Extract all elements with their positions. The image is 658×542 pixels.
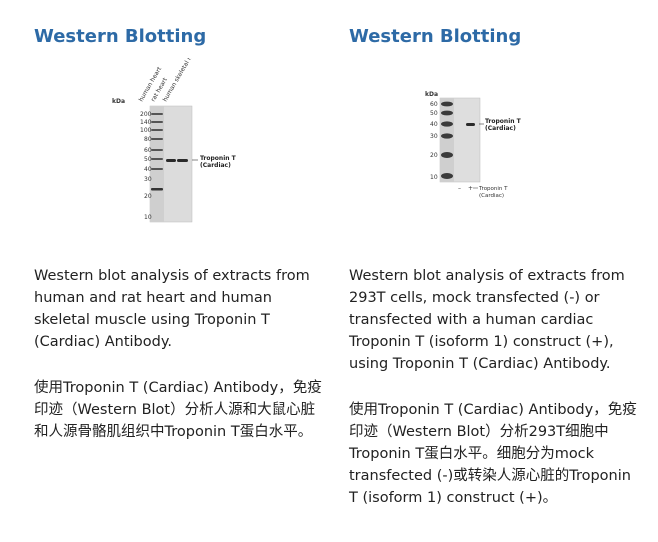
band-human-heart bbox=[166, 159, 176, 162]
marker-label: 10 bbox=[430, 174, 438, 181]
left-description-cn: 使用Troponin T (Cardiac) Antibody，免疫印迹（Wes… bbox=[34, 380, 322, 440]
kda-unit-label: kDa bbox=[425, 91, 438, 98]
left-section-title: Western Blotting bbox=[34, 26, 207, 47]
band-label-subtitle: (Cardiac) bbox=[485, 125, 516, 132]
marker-label: 200 bbox=[140, 111, 152, 118]
marker-label: 30 bbox=[144, 176, 152, 183]
band-label-name: Troponin T bbox=[200, 155, 237, 162]
band-label-name: Troponin T bbox=[485, 118, 522, 125]
marker-label: 40 bbox=[144, 166, 152, 173]
band-rat-heart bbox=[177, 159, 188, 162]
marker-label: 20 bbox=[144, 193, 152, 200]
right-section-title: Western Blotting bbox=[349, 26, 522, 47]
right-description-en: Western blot analysis of extracts from 2… bbox=[349, 268, 625, 372]
marker-label: 60 bbox=[430, 101, 438, 108]
marker-label: 30 bbox=[430, 133, 438, 140]
marker-label: 80 bbox=[144, 136, 152, 143]
band-transfected bbox=[466, 123, 475, 126]
marker-label: 40 bbox=[430, 121, 438, 128]
marker-label: 50 bbox=[430, 110, 438, 117]
bottom-label-name: Troponin T bbox=[478, 186, 508, 192]
marker-label: 100 bbox=[140, 127, 152, 134]
band-label-subtitle: (Cardiac) bbox=[200, 162, 231, 169]
lane-sign-transfected: + bbox=[468, 185, 473, 192]
left-description-en: Western blot analysis of extracts from h… bbox=[34, 268, 310, 350]
marker-label: 50 bbox=[144, 156, 152, 163]
ladder-bands bbox=[151, 113, 163, 191]
marker-label: 60 bbox=[144, 147, 152, 154]
right-description-cn: 使用Troponin T (Cardiac) Antibody，免疫印迹（Wes… bbox=[349, 402, 637, 506]
marker-label: 140 bbox=[140, 119, 152, 126]
marker-label: 10 bbox=[144, 214, 152, 221]
ladder-bands bbox=[441, 101, 453, 179]
left-western-blot-figure: human heart rat heart human skeletal mus… bbox=[112, 58, 237, 223]
lane-sign-mock: – bbox=[458, 185, 461, 192]
right-western-blot-figure: kDa 60 50 40 30 20 10 Troponin T (Cardia… bbox=[425, 91, 522, 199]
marker-label: 20 bbox=[430, 152, 438, 159]
bottom-label-subtitle: (Cardiac) bbox=[479, 193, 504, 199]
ladder-lane bbox=[150, 106, 164, 222]
kda-unit-label: kDa bbox=[112, 98, 125, 105]
ladder-lane bbox=[440, 98, 454, 182]
